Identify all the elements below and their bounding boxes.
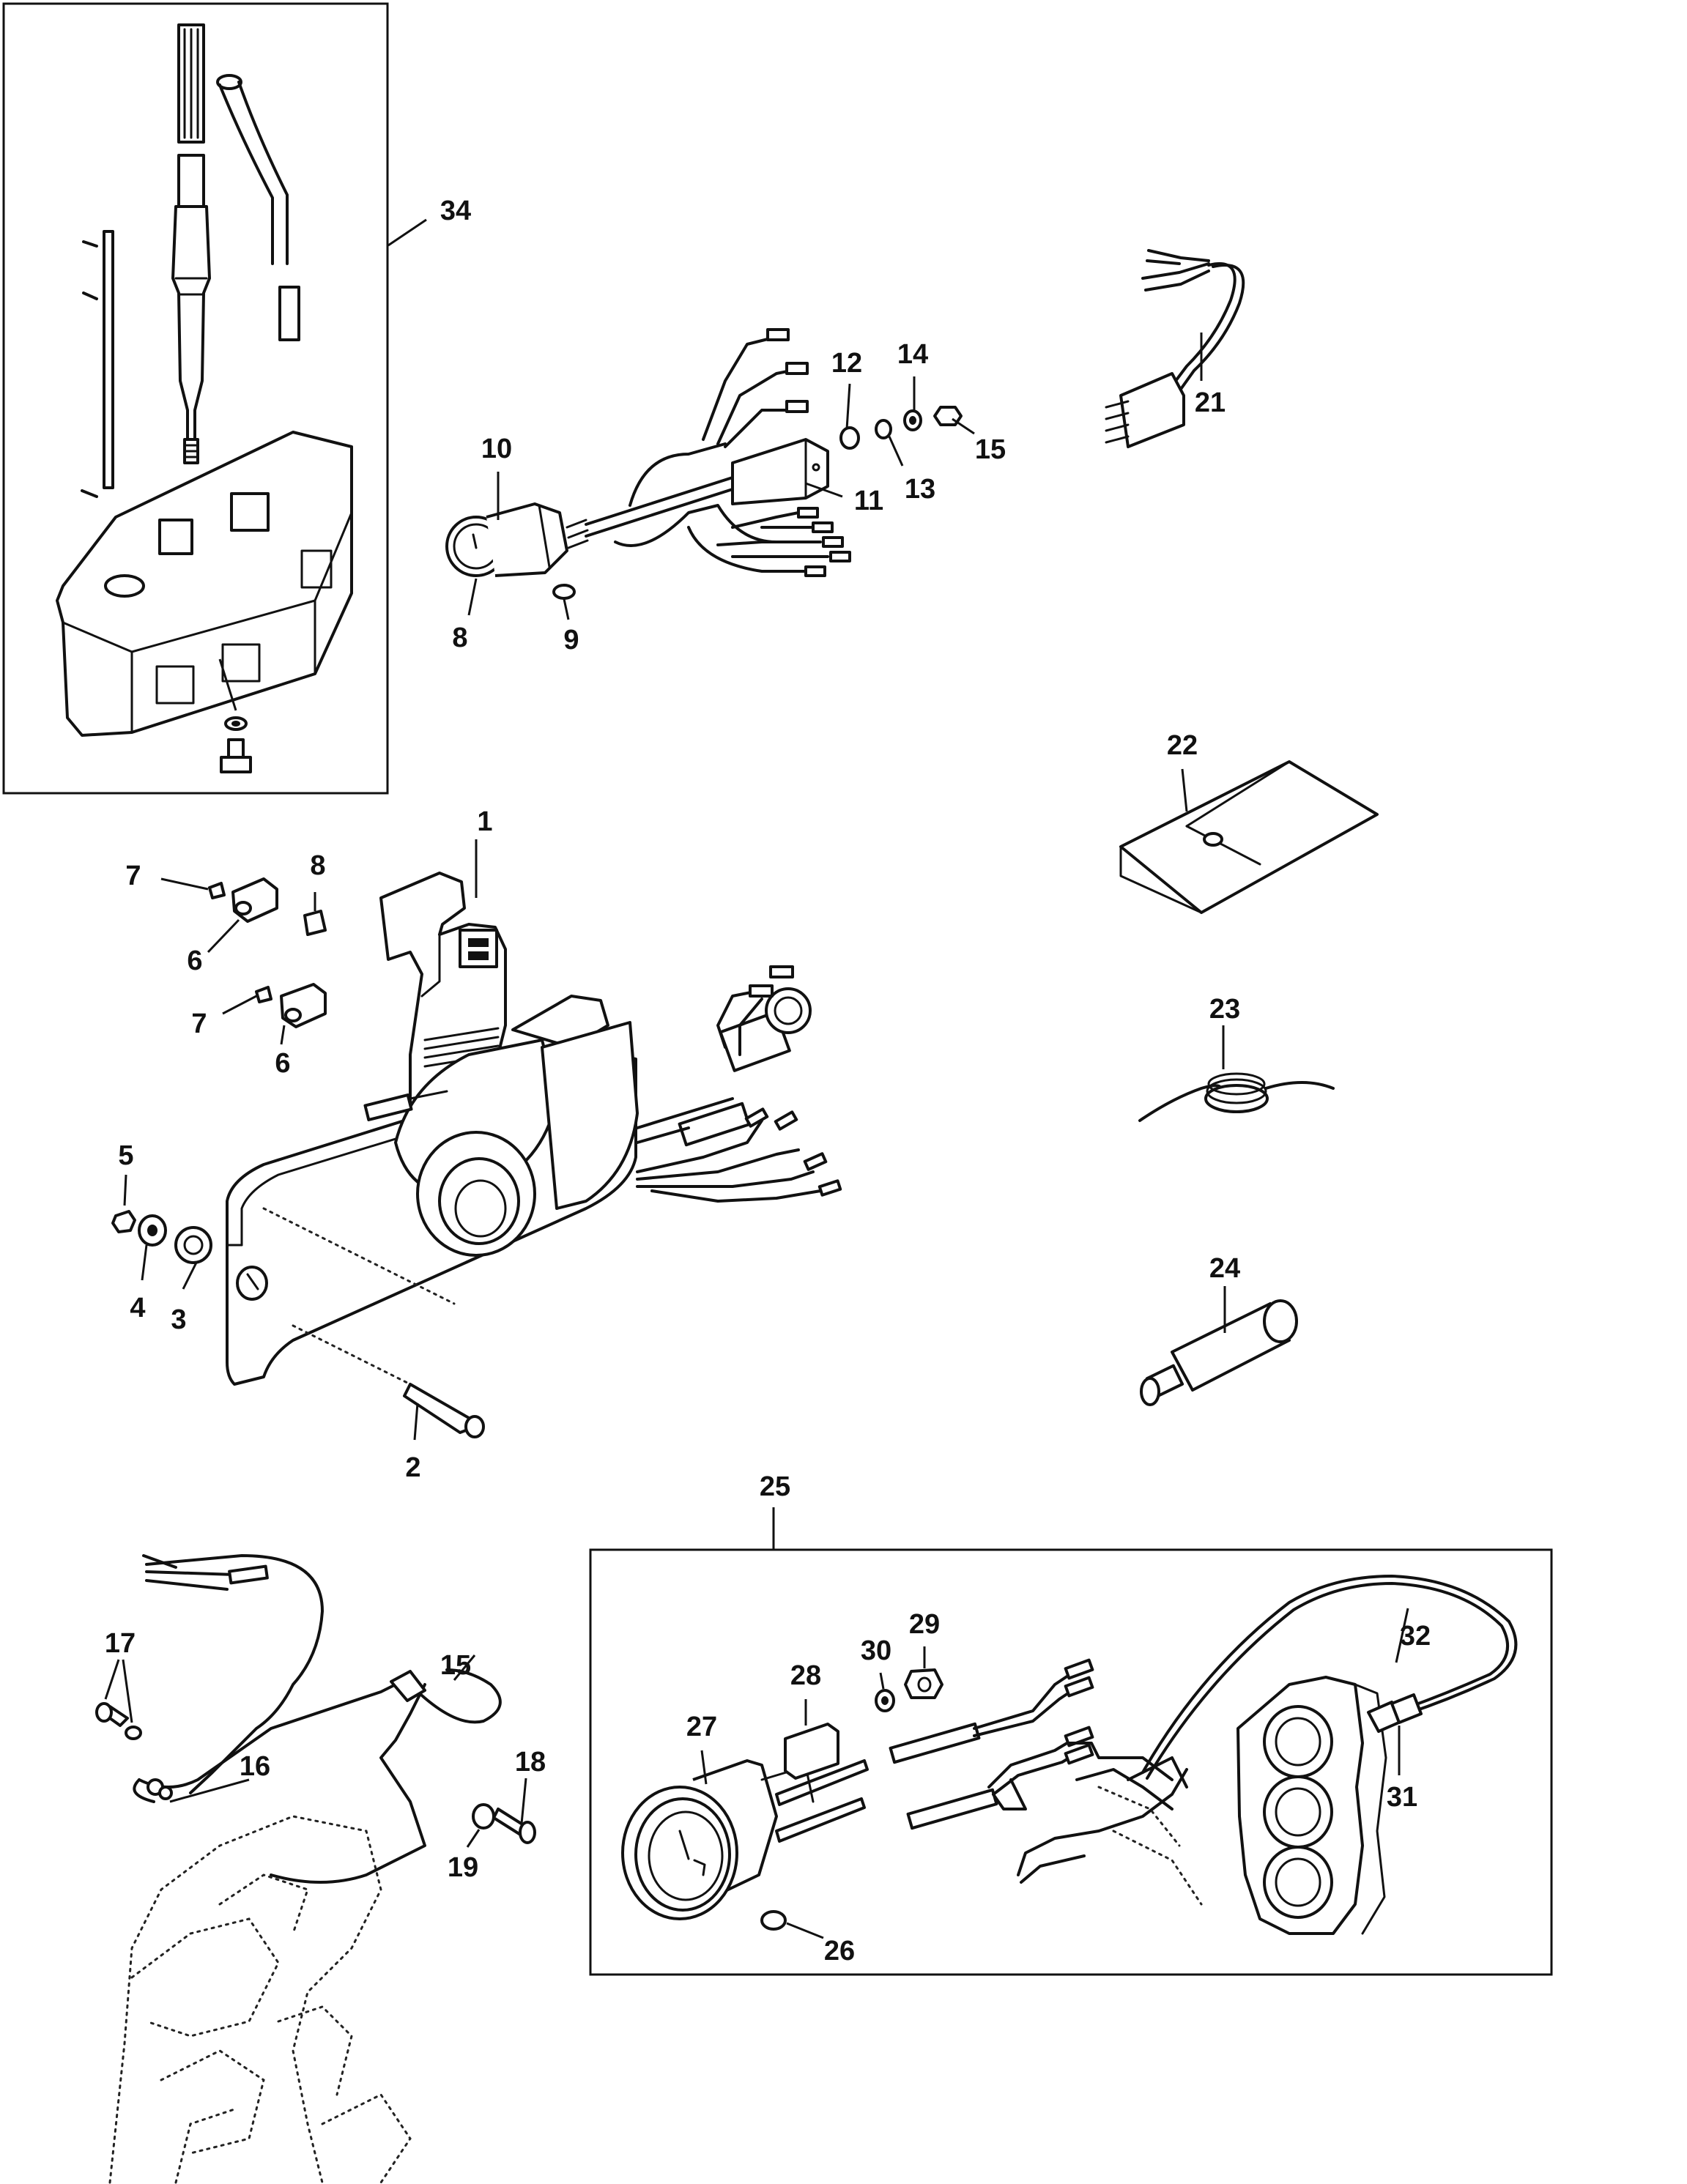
gauge-assembly-top: 10 8 9 11 12 13 14 15: [445, 328, 1006, 655]
control-hub: [394, 1039, 558, 1257]
callout-16: 15: [975, 434, 1006, 465]
housing-washer: [224, 716, 248, 731]
harness-22: 21: [1105, 249, 1245, 448]
shift-rod: [81, 230, 114, 498]
sender-32: 31: [1367, 1693, 1423, 1813]
nut-30: 29: [904, 1609, 943, 1699]
retainer-6-upper: [207, 877, 278, 954]
drive-shaft: [171, 23, 211, 464]
callout-26: 25: [760, 1471, 790, 1502]
callout-31: 30: [861, 1635, 891, 1666]
screw-2: [262, 1207, 485, 1441]
kit-26-harness: [889, 1658, 1094, 1830]
lockwasher-31: 30: [861, 1635, 895, 1712]
tube-25: 24: [1140, 1253, 1298, 1406]
callout-17: 15: [440, 1650, 471, 1681]
callout-30: 29: [909, 1609, 940, 1640]
bulb-27: 26: [760, 1910, 855, 1966]
control-cover: [363, 995, 639, 1210]
cylinder-head: [1236, 1676, 1387, 1935]
housing-bolt: [220, 738, 252, 773]
callout-18: 16: [240, 1751, 270, 1782]
washer-4: [138, 1214, 167, 1281]
spacer-3: [174, 1226, 212, 1290]
kit-34-driveshaft-housing: 34: [2, 2, 471, 795]
bracket-12: [731, 438, 829, 505]
bolt-20: [492, 1778, 536, 1844]
callout-25: 24: [1209, 1253, 1240, 1284]
callout-8: 8: [310, 850, 325, 881]
bracket-29: 28: [784, 1660, 839, 1780]
bulb-10: [552, 584, 576, 600]
bolt-19: [95, 1659, 142, 1740]
callout-20: 18: [515, 1747, 546, 1778]
callout-28: 27: [686, 1712, 717, 1742]
callout-29: 28: [790, 1660, 821, 1691]
callout-9: 8: [452, 623, 467, 653]
callout-24: 23: [1209, 994, 1240, 1025]
nut-5: [111, 1174, 136, 1233]
callout-12: 11: [854, 486, 883, 516]
control-harness: [636, 965, 842, 1203]
callout-6-lower: 6: [275, 1048, 290, 1079]
callout-6-upper: 6: [187, 946, 202, 976]
pouch-23: 22: [1119, 730, 1379, 914]
washer-13: [839, 426, 860, 450]
water-tube: [216, 74, 300, 341]
callout-13: 12: [831, 348, 862, 379]
bushing-8: [303, 892, 327, 936]
callout-5: 5: [118, 1140, 133, 1171]
lockwasher-15: [903, 409, 922, 431]
friction-knob: [236, 1266, 268, 1301]
washer-14: [875, 419, 892, 439]
callout-27: 26: [824, 1936, 855, 1966]
kit-26-frame: [589, 1548, 1553, 1976]
callout-10: 9: [563, 625, 579, 655]
callout-7-lower: 7: [191, 1009, 207, 1039]
callout-22: 21: [1195, 387, 1226, 418]
callout-3: 3: [171, 1304, 186, 1335]
sender-cable-33: 32: [1141, 1575, 1518, 1780]
clip-7-upper: [160, 877, 226, 899]
gauge-housing-11: [486, 502, 589, 577]
engine-block-dotted: [108, 1815, 412, 2184]
callout-33: 32: [1400, 1621, 1431, 1652]
callout-34: 34: [440, 196, 471, 226]
callout-4: 4: [130, 1293, 145, 1323]
callout-32: 31: [1387, 1782, 1417, 1813]
callout-14: 13: [905, 474, 935, 505]
callout-15: 14: [897, 339, 928, 370]
coil-24: 23: [1138, 994, 1335, 1122]
callout-2: 2: [405, 1452, 420, 1483]
gauge-28: 27: [621, 1712, 778, 1920]
callout-19: 17: [105, 1628, 136, 1659]
ground-wiring-assembly: 17 16 15 18 19: [95, 1554, 546, 2184]
callout-1: 1: [477, 806, 492, 837]
kit-34-frame: [2, 2, 389, 795]
callout-7-upper: 7: [125, 861, 141, 891]
retainer-6-lower: [280, 983, 327, 1045]
washer-21: [466, 1803, 495, 1848]
kit-26-temperature-gauge: 25 27 28 30: [589, 1471, 1553, 1976]
callout-11: 10: [481, 434, 512, 464]
driveshaft-housing-body: [56, 431, 353, 737]
clip-7-lower: [222, 986, 272, 1015]
gauge-bracket: [760, 1759, 869, 1843]
callout-21: 19: [448, 1852, 478, 1883]
callout-23: 22: [1167, 730, 1198, 761]
remote-control-assembly: 1 2 3 4 5 6 6 7 7 8: [111, 806, 842, 1483]
